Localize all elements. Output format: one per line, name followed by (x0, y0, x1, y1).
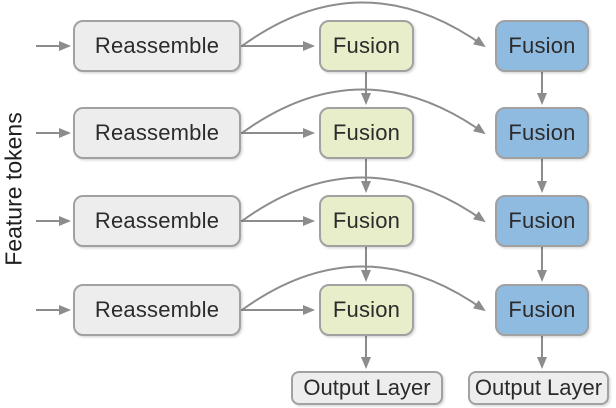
output-layer-box-mid: Output Layer (291, 371, 443, 405)
fusion-mid-box-row1: Fusion (319, 20, 414, 72)
skip-arc-arrow-row1 (241, 1, 486, 48)
fusion-mid-box-row3: Fusion (319, 195, 414, 247)
feature-tokens-label: Feature tokens (0, 112, 27, 266)
reassemble-box-row1: Reassemble (73, 20, 241, 72)
fusion-mid-box-row4: Fusion (319, 284, 414, 336)
reassemble-box-row4: Reassemble (73, 284, 241, 336)
fusion-right-box-row2: Fusion (495, 107, 589, 159)
fusion-right-box-row4: Fusion (495, 284, 589, 336)
skip-arc-arrow-row3 (241, 176, 486, 223)
fusion-right-box-row3: Fusion (495, 195, 589, 247)
fusion-mid-box-row2: Fusion (319, 107, 414, 159)
fusion-right-box-row1: Fusion (495, 20, 589, 72)
skip-arc-arrow-row2 (241, 88, 486, 135)
reassemble-box-row3: Reassemble (73, 195, 241, 247)
output-layer-box-right: Output Layer (468, 371, 609, 405)
reassemble-box-row2: Reassemble (73, 107, 241, 159)
skip-arc-arrow-row4 (241, 265, 486, 312)
